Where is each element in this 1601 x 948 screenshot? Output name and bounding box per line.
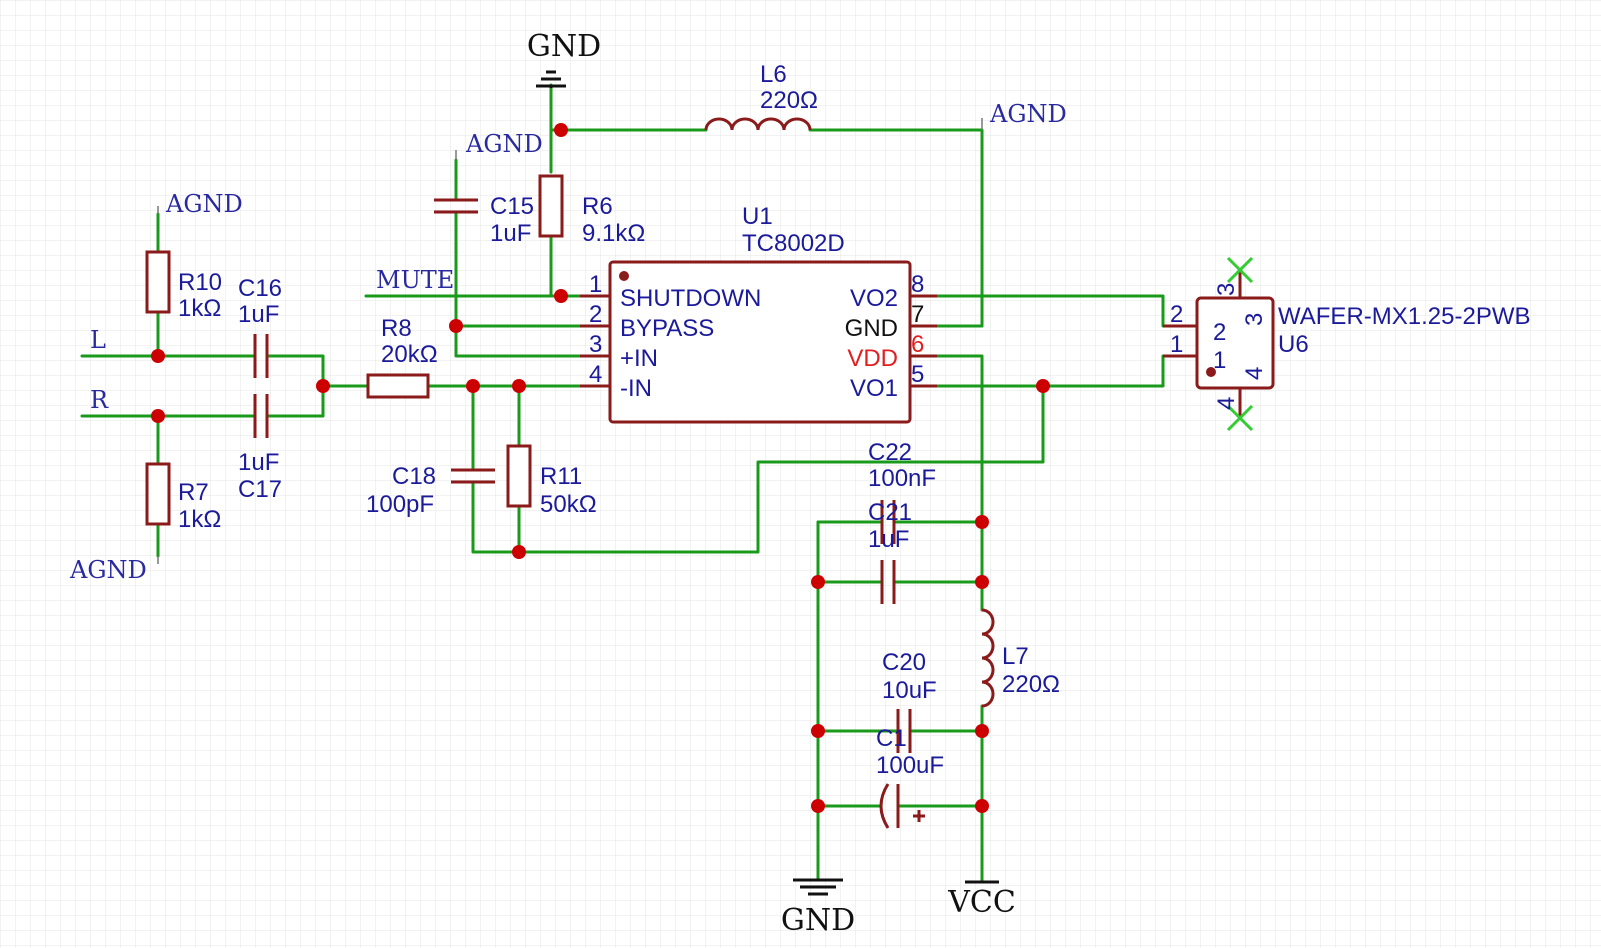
u1-pin-num-2: 2 (589, 301, 602, 328)
wire-l6-to-pin7 (808, 128, 984, 328)
u6-pin-num-1: 1 (1170, 331, 1183, 358)
r8-ref: R8 (381, 315, 412, 342)
netlabel-r: R (90, 386, 109, 414)
r8-value: 20kΩ (381, 341, 438, 368)
connector-u6-body[interactable] (1195, 296, 1275, 390)
wire-feedback (471, 384, 1045, 554)
u1-pin-num-8: 8 (911, 271, 924, 298)
u1-pin-bypass: BYPASS (620, 315, 714, 342)
gnd-bottom-label: GND (781, 903, 855, 938)
u6-pin1-marker (1206, 367, 1216, 377)
u1-pin-vdd: VDD (847, 345, 898, 372)
r7-value: 1kΩ (178, 506, 221, 533)
r10-value: 1kΩ (178, 295, 221, 322)
resistor-r7[interactable] (145, 462, 171, 526)
capacitor-c21[interactable] (880, 560, 896, 604)
u6-inner-2: 2 (1213, 319, 1226, 346)
u6-pin-num-2: 2 (1170, 301, 1183, 328)
u1-pin-gnd: GND (845, 315, 898, 342)
c18-value: 100pF (366, 491, 434, 518)
u6-value: WAFER-MX1.25-2PWB (1278, 303, 1530, 330)
u1-pin-vo1: VO1 (850, 375, 898, 402)
capacitor-c1[interactable] (879, 783, 925, 829)
capacitor-c20[interactable] (896, 709, 912, 753)
r7-ref: R7 (178, 479, 209, 506)
l7-value: 220Ω (1002, 671, 1060, 698)
capacitor-c15[interactable] (434, 198, 478, 214)
u6-ref: U6 (1278, 331, 1309, 358)
c1-ref: C1 (876, 725, 907, 752)
c15-ref: C15 (490, 193, 534, 220)
resistor-r8[interactable] (366, 373, 430, 399)
r6-ref: R6 (582, 193, 613, 220)
u1-pin-minus-in: -IN (620, 375, 652, 402)
vcc-label: VCC (947, 885, 1016, 920)
components (145, 117, 1275, 829)
u1-pin-vo2: VO2 (850, 285, 898, 312)
u1-value: TC8002D (742, 230, 845, 257)
capacitor-c17[interactable] (253, 394, 269, 438)
gnd-top-label: GND (527, 29, 601, 64)
u6-pin-num-4: 4 (1213, 397, 1240, 410)
capacitor-c16[interactable] (253, 334, 269, 378)
inductor-l6[interactable] (704, 117, 812, 131)
u1-pin-num-4: 4 (589, 361, 602, 388)
u6-pin-num-3: 3 (1213, 283, 1240, 296)
no-connect-marks (1226, 256, 1254, 432)
c17-ref: C17 (238, 476, 282, 503)
inductor-l7[interactable] (981, 608, 995, 708)
u1-pin-num-5: 5 (911, 361, 924, 388)
u6-inner-1: 1 (1213, 347, 1226, 374)
l6-ref: L6 (760, 61, 787, 88)
u1-ref: U1 (742, 203, 773, 230)
c21-value: 1uF (868, 526, 909, 553)
u1-pin1-marker (619, 271, 629, 281)
u1-pin-shutdown: SHUTDOWN (620, 285, 761, 312)
c20-ref: C20 (882, 649, 926, 676)
u1-pin-num-3: 3 (589, 331, 602, 358)
c1-value: 100uF (876, 752, 944, 779)
netlabel-l: L (90, 326, 106, 354)
resistor-r10[interactable] (145, 250, 171, 314)
u6-inner-3: 3 (1241, 313, 1268, 326)
resistor-r11[interactable] (506, 444, 532, 508)
netlabel-agnd-r7: AGND (69, 556, 147, 584)
netlabel-agnd-r10: AGND (165, 190, 243, 218)
u6-inner-4: 4 (1241, 367, 1268, 380)
r11-ref: R11 (540, 463, 582, 490)
c16-ref: C16 (238, 275, 282, 302)
capacitor-c22[interactable] (880, 500, 896, 544)
resistor-r6[interactable] (538, 174, 564, 238)
r10-ref: R10 (178, 269, 222, 296)
junctions (151, 123, 1050, 813)
c18-ref: C18 (392, 463, 436, 490)
gnd-symbol-bottom (793, 878, 843, 896)
ic-u1-body[interactable] (608, 260, 912, 424)
gnd-symbol-top (536, 70, 566, 88)
l6-value: 220Ω (760, 87, 818, 114)
netlabel-agnd-c15: AGND (465, 130, 543, 158)
c17-value: 1uF (238, 449, 279, 476)
r11-value: 50kΩ (540, 491, 597, 518)
c16-value: 1uF (238, 301, 279, 328)
netlabel-mute: MUTE (376, 266, 454, 294)
r6-value: 9.1kΩ (582, 220, 645, 247)
capacitor-c18[interactable] (451, 468, 495, 484)
u1-pin-num-7: 7 (911, 301, 924, 328)
c22-ref: C22 (868, 439, 912, 466)
c22-value: 100nF (868, 465, 936, 492)
netlabel-agnd-l6: AGND (989, 100, 1067, 128)
netlabel-stubs (157, 118, 983, 564)
wire-c15-plusin (454, 212, 612, 358)
u1-pin-num-6: 6 (911, 331, 924, 358)
c15-value: 1uF (490, 220, 531, 247)
c20-value: 10uF (882, 677, 937, 704)
power-symbols (536, 70, 999, 896)
c21-ref: C21 (868, 499, 912, 526)
l7-ref: L7 (1002, 643, 1029, 670)
u1-pin-num-1: 1 (589, 271, 602, 298)
u1-pin-plus-in: +IN (620, 345, 658, 372)
